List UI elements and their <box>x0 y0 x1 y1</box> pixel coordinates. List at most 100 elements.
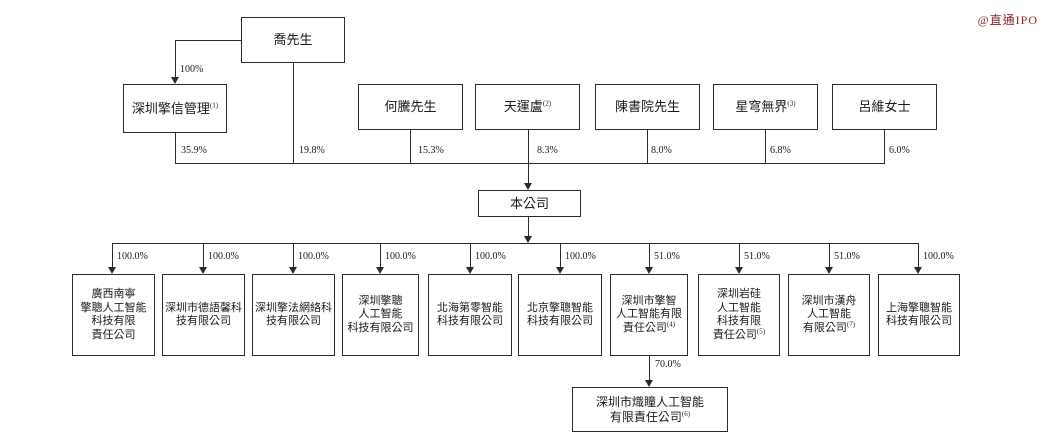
pct-label-holding-owned: 100% <box>180 64 204 75</box>
subsidiary-name-line: 北京擎聰智能 <box>527 301 593 314</box>
pct-label-shareholder-3: 8.0% <box>651 145 672 156</box>
sub-subsidiary-name-line: 有限責任公司(6) <box>609 409 691 424</box>
pct-label-subsidiary-2: 100.0% <box>208 251 239 262</box>
pct-label-shareholder-2: 8.3% <box>537 145 558 156</box>
box-subsidiary-4: 深圳擎聰 人工智能 科技有限公司 <box>342 274 419 356</box>
pct-label-holding: 35.9% <box>181 145 207 156</box>
connector-line <box>560 243 561 267</box>
shareholder-name: 呂維女士 <box>858 99 911 114</box>
subsidiary-name-line: 人工智能 <box>717 301 761 314</box>
arrow-down-icon <box>108 267 116 274</box>
connector-line <box>293 63 294 163</box>
subsidiary-name-line: 深圳市德語馨科 <box>165 301 242 314</box>
subsidiary-name-line: 人工智能有限 <box>616 308 682 321</box>
connector-line <box>112 243 919 244</box>
subsidiary-name-line: 責任公司 <box>91 328 136 341</box>
subsidiary-name-line: 擎聰人工智能 <box>80 301 147 314</box>
pct-label-subsidiary-9: 51.0% <box>834 251 860 262</box>
arrow-down-icon <box>825 267 833 274</box>
subsidiary-name-line: 深圳市擎智 <box>621 294 677 307</box>
arrow-down-icon <box>171 77 179 84</box>
arrow-down-icon <box>914 267 922 274</box>
box-shareholder-2: 天運盧(2) <box>475 84 580 130</box>
shareholder-name: 星穹無界(3) <box>735 99 796 114</box>
connector-line <box>765 130 766 163</box>
subsidiary-name-line: 科技有限公司 <box>347 321 414 334</box>
subsidiary-name-line: 科技有限公司 <box>527 315 593 327</box>
pct-label-shareholder-5: 6.0% <box>889 145 910 156</box>
box-sub-subsidiary: 深圳市熾瞳人工智能 有限責任公司(6) <box>572 387 728 432</box>
subsidiary-name-line: 深圳岩硅 <box>717 288 761 300</box>
pct-label-subsidiary-1: 100.0% <box>117 251 148 262</box>
subsidiary-name-line: 科技有限公司 <box>437 315 503 327</box>
pct-label-sub-subsidiary: 70.0% <box>655 359 681 370</box>
box-subsidiary-10: 上海擎聰智能 科技有限公司 <box>878 274 960 356</box>
connector-line <box>410 130 411 163</box>
connector-line <box>528 163 529 183</box>
subsidiary-name-line: 技有限公司 <box>176 315 231 327</box>
box-shareholder-1: 何騰先生 <box>358 84 463 130</box>
subsidiary-name-line: 技有限公司 <box>266 315 321 327</box>
connector-line <box>649 243 650 267</box>
subsidiary-name-line: 上海擎聰智能 <box>886 301 952 314</box>
company-name: 本公司 <box>509 195 549 211</box>
box-subsidiary-6: 北京擎聰智能 科技有限公司 <box>518 274 602 356</box>
subsidiary-name-line: 責任公司(4) <box>622 320 676 334</box>
box-subsidiary-9: 深圳市漢舟 人工智能 有限公司(7) <box>788 274 870 356</box>
shareholder-name: 天運盧(2) <box>503 99 552 114</box>
subsidiary-name-line: 人工智能 <box>358 308 403 321</box>
arrow-down-icon <box>524 236 532 243</box>
subsidiary-name-line: 有限公司(7) <box>802 320 856 334</box>
arrow-down-icon <box>289 267 297 274</box>
connector-line <box>829 243 830 267</box>
subsidiary-name-line: 科技有限 <box>717 315 761 327</box>
connector-line <box>528 217 529 236</box>
pct-label-subsidiary-6: 100.0% <box>565 251 596 262</box>
arrow-down-icon <box>645 267 653 274</box>
watermark-logo: @直通IPO <box>977 13 1038 27</box>
shareholder-name: 何騰先生 <box>384 99 437 114</box>
arrow-down-icon <box>466 267 474 274</box>
pct-label-subsidiary-7: 51.0% <box>654 251 680 262</box>
connector-line <box>528 130 529 163</box>
connector-line <box>293 243 294 267</box>
box-company: 本公司 <box>478 190 581 217</box>
subsidiary-name-line: 深圳擎法網絡科 <box>255 301 332 314</box>
box-shareholder-4: 星穹無界(3) <box>713 84 818 130</box>
box-holding-company: 深圳擎信管理(1) <box>123 84 227 133</box>
connector-line <box>739 243 740 267</box>
connector-line <box>112 243 113 267</box>
pct-label-founder: 19.8% <box>299 145 325 156</box>
arrow-down-icon <box>376 267 384 274</box>
box-subsidiary-7: 深圳市擎智 人工智能有限 責任公司(4) <box>610 274 688 356</box>
box-subsidiary-3: 深圳擎法網絡科 技有限公司 <box>252 274 335 356</box>
connector-line <box>647 130 648 163</box>
box-subsidiary-5: 北海第零智能 科技有限公司 <box>428 274 512 356</box>
shareholder-name: 陳書院先生 <box>614 99 680 114</box>
box-shareholder-5: 呂維女士 <box>832 84 937 130</box>
subsidiary-name-line: 科技有限公司 <box>886 315 952 327</box>
box-subsidiary-1: 廣西南寧 擎聰人工智能 科技有限 責任公司 <box>72 274 155 356</box>
connector-line <box>470 243 471 267</box>
box-subsidiary-8: 深圳岩硅 人工智能 科技有限 責任公司(5) <box>698 274 780 356</box>
pct-label-subsidiary-5: 100.0% <box>475 251 506 262</box>
box-shareholder-3: 陳書院先生 <box>595 84 700 130</box>
pct-label-shareholder-4: 6.8% <box>770 145 791 156</box>
connector-line <box>175 133 176 163</box>
arrow-down-icon <box>556 267 564 274</box>
subsidiary-name-line: 深圳擎聰 <box>358 294 403 307</box>
subsidiary-name-line: 人工智能 <box>807 308 851 321</box>
holding-name: 深圳擎信管理(1) <box>131 100 219 116</box>
founder-name: 喬先生 <box>273 32 313 47</box>
box-founder: 喬先生 <box>241 17 345 63</box>
arrow-down-icon <box>524 183 532 190</box>
subsidiary-name-line: 深圳市漢舟 <box>801 294 857 307</box>
connector-line <box>175 40 176 77</box>
connector-line <box>175 163 885 164</box>
subsidiary-name-line: 科技有限 <box>91 315 136 327</box>
box-subsidiary-2: 深圳市德語馨科 技有限公司 <box>162 274 245 356</box>
pct-label-subsidiary-3: 100.0% <box>298 251 329 262</box>
arrow-down-icon <box>199 267 207 274</box>
arrow-down-icon <box>645 380 653 387</box>
